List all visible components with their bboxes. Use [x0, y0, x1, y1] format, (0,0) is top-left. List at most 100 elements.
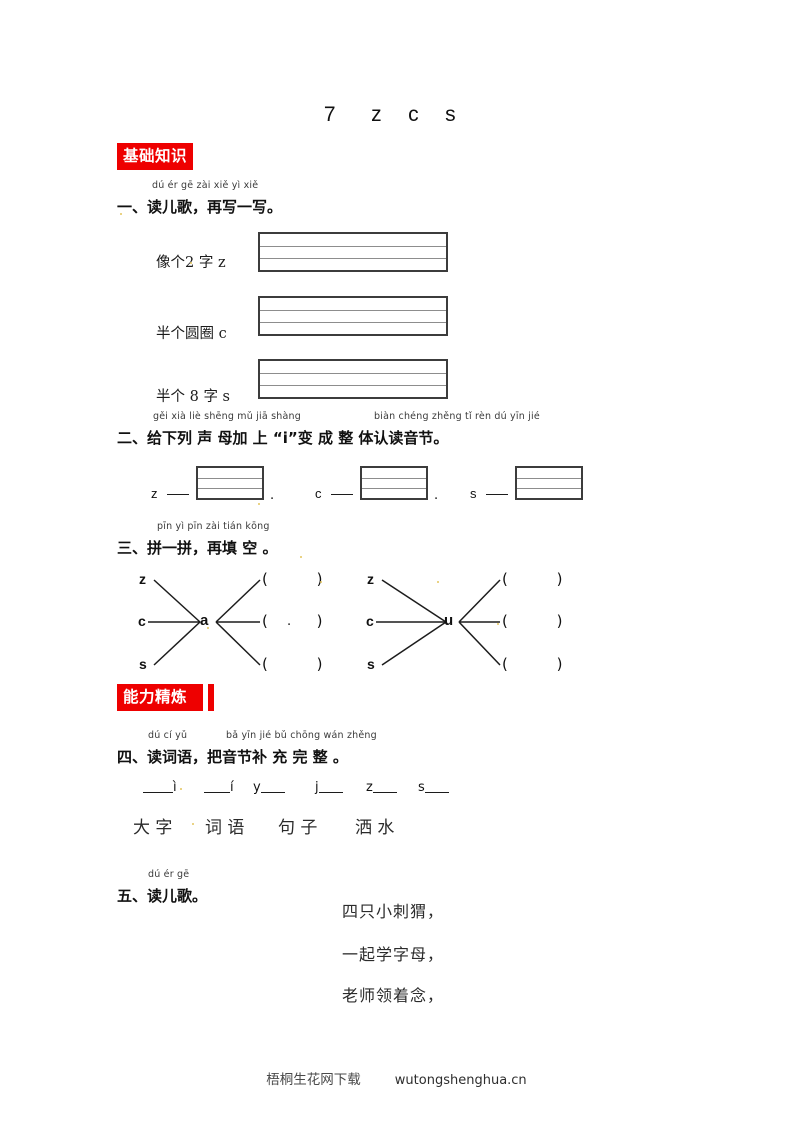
section-1-row-2-label: 半个圆圈 c — [156, 326, 227, 342]
section-badge-ability-drill: 能力精炼 — [117, 684, 204, 711]
section-4-ruby-left: dú cí yǔ — [148, 730, 188, 741]
pinyin-blank-3[interactable]: y — [253, 779, 285, 795]
grid-line — [260, 384, 446, 386]
pinyin-blank-2-suffix: í — [230, 780, 234, 795]
section-2-ruby-left: gěi xià liè shēng mǔ jiā shàng — [153, 411, 301, 422]
four-line-grid-si[interactable] — [515, 466, 583, 500]
match-answer-u-1[interactable]: ( ) — [502, 570, 585, 588]
pinyin-blank-3-prefix: y — [253, 780, 261, 795]
scan-speck — [258, 503, 260, 505]
blank-underline[interactable] — [143, 779, 173, 793]
scan-speck — [437, 581, 439, 583]
four-line-grid-z[interactable] — [258, 232, 448, 272]
pinyin-blank-6[interactable]: s — [418, 779, 449, 795]
section-5-number: 五、 — [117, 887, 148, 905]
blank-underline[interactable] — [372, 779, 397, 793]
lesson-number: 7 — [323, 103, 337, 126]
pinyin-blank-6-prefix: s — [418, 780, 425, 795]
grid-line — [198, 477, 262, 479]
match-diagram-a[interactable]: z c s a ( ) ( ) ( ) — [130, 570, 370, 680]
four-line-grid-ci[interactable] — [360, 466, 428, 500]
section-1-number: 一、 — [117, 198, 148, 216]
section-2-dash-3 — [486, 494, 508, 495]
title-letter-z: z — [371, 103, 383, 126]
grid-line — [362, 477, 426, 479]
section-2-dash-2 — [331, 494, 353, 495]
grid-line — [198, 487, 262, 489]
section-4-ruby-right: bǎ yīn jié bǔ chōng wán zhěng — [226, 730, 377, 741]
footer-site-name: 梧桐生花网下载 — [266, 1072, 361, 1088]
grid-line — [260, 257, 446, 259]
poem-line-2: 一起学字母， — [342, 945, 445, 964]
blank-underline[interactable] — [204, 779, 230, 793]
badge-tail-accent — [208, 684, 214, 711]
section-2-letter-s: s — [470, 486, 477, 501]
grid-line — [362, 487, 426, 489]
match-final-a: a — [200, 612, 209, 629]
four-line-grid-c[interactable] — [258, 296, 448, 336]
section-4-word-2: 词 语 — [205, 818, 245, 838]
scan-speck — [497, 623, 499, 625]
match-answer-a-1[interactable]: ( ) — [262, 570, 345, 588]
section-2-text: 给下列 声 母加 上 “i”变 成 整 体认读音节。 — [147, 429, 449, 447]
section-1-row-3-label: 半个 8 字 s — [156, 389, 230, 405]
pinyin-blank-5-prefix: z — [366, 780, 373, 795]
poem-line-3: 老师领着念， — [342, 986, 445, 1005]
section-4-word-3: 句 子 — [278, 818, 318, 838]
match-answer-a-2[interactable]: ( ) — [262, 612, 345, 630]
section-2-heading: 二、给下列 声 母加 上 “i”变 成 整 体认读音节。 — [117, 427, 448, 448]
blank-underline[interactable] — [260, 779, 285, 793]
match-initial-z-a: z — [139, 571, 146, 587]
scan-speck — [120, 213, 122, 215]
four-line-grid-s[interactable] — [258, 359, 448, 399]
poem-line-1: 四只小刺猬， — [342, 902, 445, 921]
section-2-number: 二、 — [117, 429, 148, 447]
match-answer-u-3[interactable]: ( ) — [502, 655, 585, 673]
scan-speck — [190, 262, 192, 264]
grid-line — [260, 245, 446, 247]
section-3-heading: 三、拼一拼，再填 空 。 — [117, 537, 277, 558]
section-1-ruby: dú ér gē zài xiě yì xiě — [152, 180, 259, 191]
match-initial-c-u: c — [366, 613, 374, 629]
section-5-text: 读儿歌。 — [147, 887, 208, 905]
match-final-u: u — [444, 612, 454, 629]
four-line-grid-zi[interactable] — [196, 466, 264, 500]
pinyin-blank-4-prefix: j — [315, 780, 319, 795]
section-3-number: 三、 — [117, 539, 148, 557]
section-2-period-1: . — [270, 488, 275, 503]
match-answer-a-3[interactable]: ( ) — [262, 655, 345, 673]
match-lines-u — [376, 579, 501, 666]
footer-url: wutongshenghua.cn — [394, 1073, 527, 1088]
section-4-heading: 四、读词语，把音节补 充 完 整 。 — [117, 746, 348, 767]
match-initial-s-a: s — [139, 656, 147, 672]
section-4-word-1: 大 字 — [133, 818, 173, 838]
section-2-period-2: . — [434, 488, 439, 503]
section-1-heading: 一、读儿歌，再写一写。 — [117, 196, 282, 217]
section-4-word-4: 洒 水 — [355, 818, 395, 838]
pinyin-blank-2[interactable]: í — [204, 779, 234, 795]
match-diagram-u[interactable]: z c s u ( ) ( ) ( ) — [358, 570, 598, 680]
section-badge-basic-knowledge: 基础知识 — [117, 143, 194, 170]
section-3-period-1: . — [287, 614, 292, 629]
pinyin-blank-1[interactable]: ì — [143, 779, 177, 795]
section-2-letter-z: z — [151, 486, 158, 501]
pinyin-blank-5[interactable]: z — [366, 779, 397, 795]
match-initial-c-a: c — [138, 613, 146, 629]
section-2-letter-c: c — [315, 486, 322, 501]
section-2-dash-1 — [167, 494, 189, 495]
section-3-ruby: pīn yì pīn zài tián kōng — [157, 521, 270, 532]
blank-underline[interactable] — [424, 779, 449, 793]
match-initial-s-u: s — [367, 656, 375, 672]
grid-line — [517, 477, 581, 479]
blank-underline[interactable] — [318, 779, 343, 793]
pinyin-blank-4[interactable]: j — [315, 779, 343, 795]
scan-speck — [192, 823, 194, 825]
section-3-text: 拼一拼，再填 空 。 — [147, 539, 278, 557]
title-letter-c: c — [408, 103, 420, 126]
match-initial-z-u: z — [367, 571, 374, 587]
section-5-ruby: dú ér gē — [148, 869, 190, 880]
scan-speck — [180, 788, 182, 790]
match-answer-u-2[interactable]: ( ) — [502, 612, 585, 630]
footer: 梧桐生花网下载 wutongshenghua.cn — [0, 1068, 793, 1089]
